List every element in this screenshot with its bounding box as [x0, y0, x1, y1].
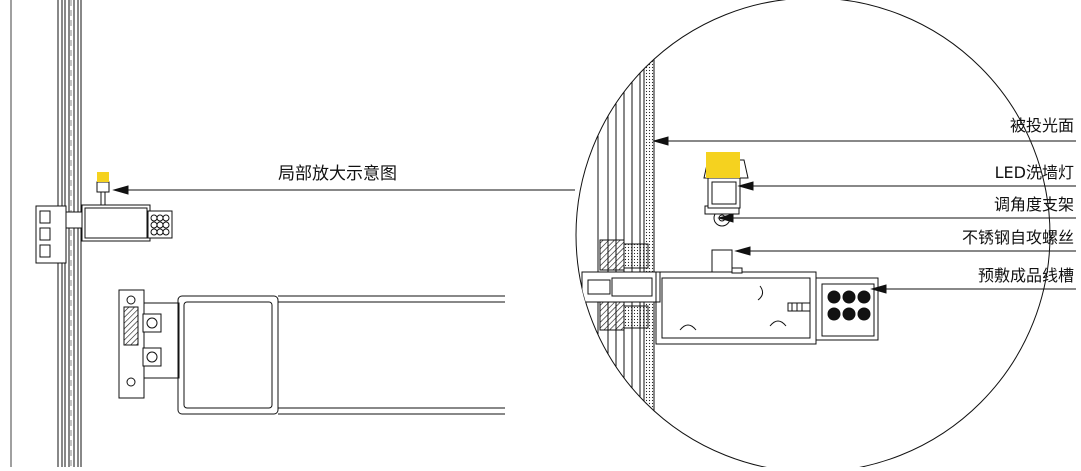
steel-tube — [177, 295, 505, 415]
illuminated-surface — [643, 0, 655, 468]
callout-cable-duct: 预敷成品线槽 — [978, 266, 1074, 285]
callout-leaders — [652, 136, 1076, 294]
callout-stainless-screw: 不锈钢自攻螺丝 — [962, 228, 1074, 247]
steel-bracket — [118, 289, 180, 399]
callout-angle-bracket: 调角度支架 — [994, 195, 1074, 214]
callout-led-wall-washer: LED洗墙灯 — [995, 163, 1074, 182]
small-lamp-glow — [97, 172, 109, 182]
self-tapping-screw — [787, 302, 811, 312]
cable-duct — [815, 277, 879, 341]
led-lamp-glow — [706, 152, 740, 178]
small-node-detail — [35, 181, 173, 264]
callout-illuminated-surface: 被投光面 — [1010, 116, 1074, 135]
detail-circle — [575, 0, 1051, 471]
main-callout-leader — [112, 185, 575, 195]
main-callout-label: 局部放大示意图 — [278, 164, 397, 184]
